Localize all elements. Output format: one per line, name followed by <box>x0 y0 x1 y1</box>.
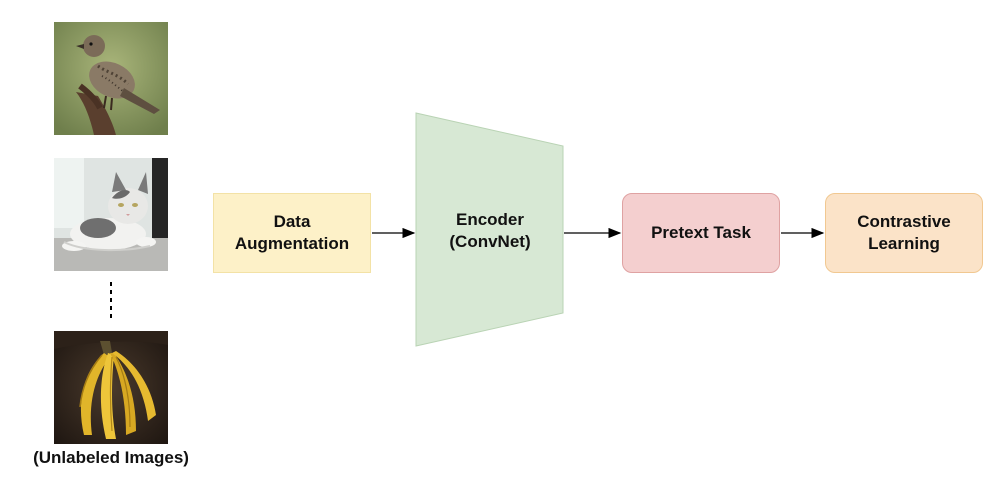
encoder-label: Encoder (ConvNet) <box>449 210 531 251</box>
bird-image <box>54 22 168 135</box>
cat-image <box>54 158 168 271</box>
data-augmentation-node: Data Augmentation <box>213 193 371 273</box>
contrastive-learning-node: Contrastive Learning <box>825 193 983 273</box>
encoder-trapezoid <box>415 112 564 347</box>
pretext-task-node: Pretext Task <box>622 193 780 273</box>
banana-image <box>54 331 168 444</box>
unlabeled-images-caption: (Unlabeled Images) <box>33 448 189 467</box>
